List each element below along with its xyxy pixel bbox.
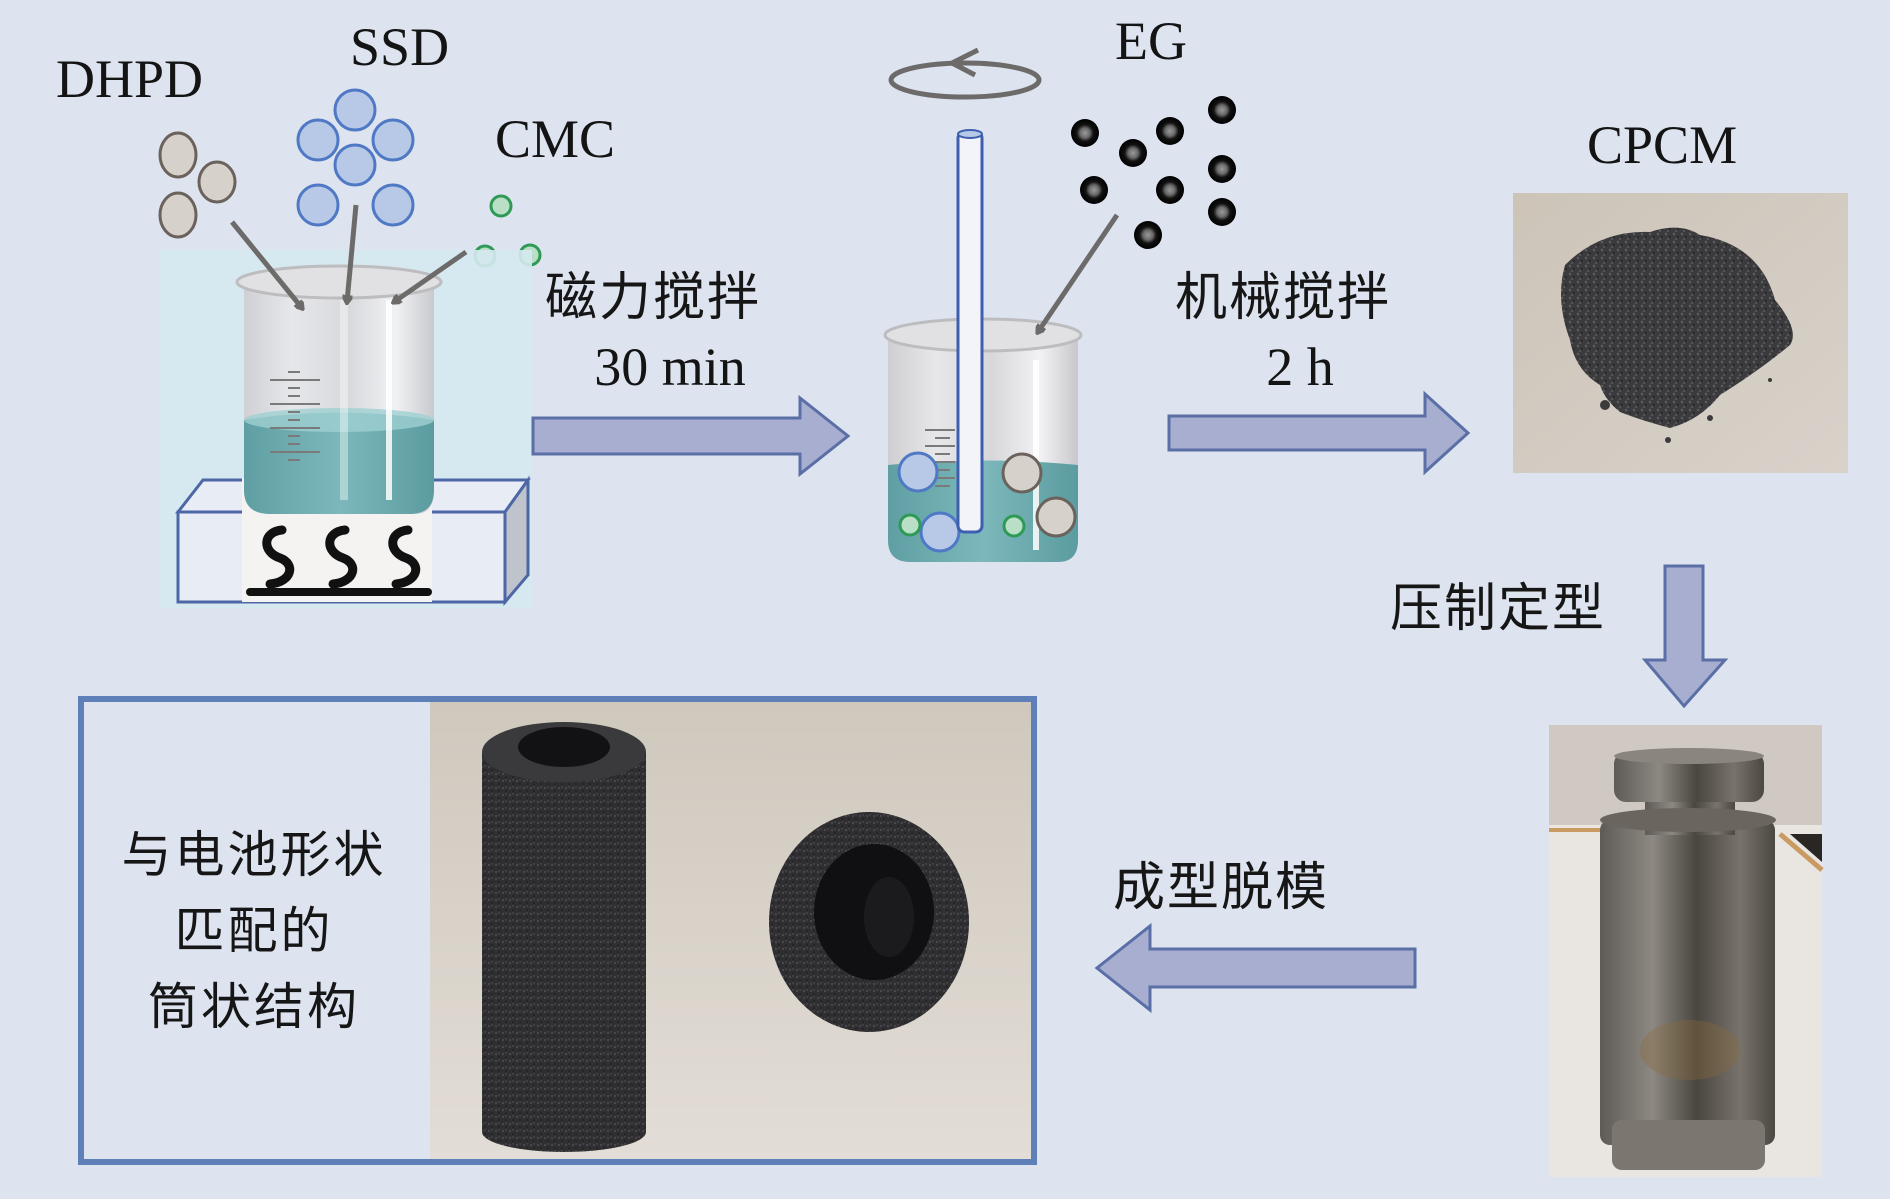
result-description: 与电池形状 匹配的 筒状结构: [84, 702, 424, 1159]
arrow-down-press: [1641, 564, 1729, 709]
ssd-particle: [371, 118, 415, 162]
result-line: 与电池形状: [121, 825, 387, 884]
cpcm-photo: [1513, 193, 1848, 473]
ssd-particle: [897, 451, 939, 493]
result-panel: 与电池形状 匹配的 筒状结构: [78, 696, 1037, 1165]
dhpd-particle: [1001, 452, 1043, 494]
mixing-beaker-illustration: [883, 47, 1120, 568]
ssd-particle: [296, 183, 340, 227]
result-line: 匹配的: [174, 901, 334, 960]
eg-particles: [1071, 96, 1236, 249]
arrow-right-magnetic: [531, 394, 851, 478]
dhpd-particle: [197, 160, 237, 204]
eg-particle: [1208, 96, 1236, 124]
ssd-particle: [296, 118, 340, 162]
eg-label: EG: [1115, 11, 1187, 71]
eg-particle: [1156, 117, 1184, 145]
ssd-particle: [371, 183, 415, 227]
result-line: 筒状结构: [148, 977, 360, 1036]
dhpd-label: DHPD: [56, 49, 204, 109]
ssd-particle: [919, 511, 961, 553]
cylinder-photos: [430, 702, 1031, 1159]
step-press-forming-label: 压制定型: [1390, 579, 1607, 639]
eg-particle: [1071, 119, 1099, 147]
ssd-particle: [333, 88, 377, 132]
eg-particle: [1080, 176, 1108, 204]
dhpd-particles: [158, 131, 237, 239]
ssd-label: SSD: [350, 17, 450, 77]
cmc-label: CMC: [495, 109, 616, 169]
rotation-icon: [888, 47, 1042, 100]
cmc-particle: [489, 194, 513, 218]
cmc-particle: [898, 513, 922, 537]
ssd-particles: [296, 88, 415, 227]
beaker-hotplate-illustration: [160, 204, 532, 608]
eg-particle: [1208, 155, 1236, 183]
ssd-particle: [333, 143, 377, 187]
step-magnetic-stirring-duration: 30 min: [594, 337, 746, 397]
graduation-marks: [270, 371, 320, 461]
cmc-particle: [1002, 514, 1026, 538]
dhpd-particle: [158, 131, 198, 179]
eg-particle: [1156, 176, 1184, 204]
dhpd-particle: [1035, 496, 1077, 538]
stirring-rod: [956, 129, 984, 534]
cylinder-side-photo: [430, 702, 716, 1159]
heat-icon: [262, 525, 421, 589]
step-mechanical-stirring-label: 机械搅拌: [1175, 268, 1392, 328]
arrow-left-demold: [1094, 922, 1417, 1014]
feed-arrows: [230, 204, 468, 308]
eg-particle: [1208, 198, 1236, 226]
eg-particle: [1119, 139, 1147, 167]
eg-particle: [1134, 221, 1162, 249]
step-magnetic-stirring-label: 磁力搅拌: [545, 268, 762, 328]
dhpd-particle: [158, 191, 198, 239]
beaker-1: [235, 264, 443, 514]
arrow-right-mechanical: [1167, 390, 1471, 476]
mold-photo: [1549, 725, 1824, 1177]
cylinder-top-photo: [716, 702, 1031, 1159]
step-demolding-label: 成型脱模: [1113, 858, 1330, 918]
step-mechanical-stirring-duration: 2 h: [1266, 337, 1334, 397]
cpcm-label: CPCM: [1587, 115, 1738, 175]
